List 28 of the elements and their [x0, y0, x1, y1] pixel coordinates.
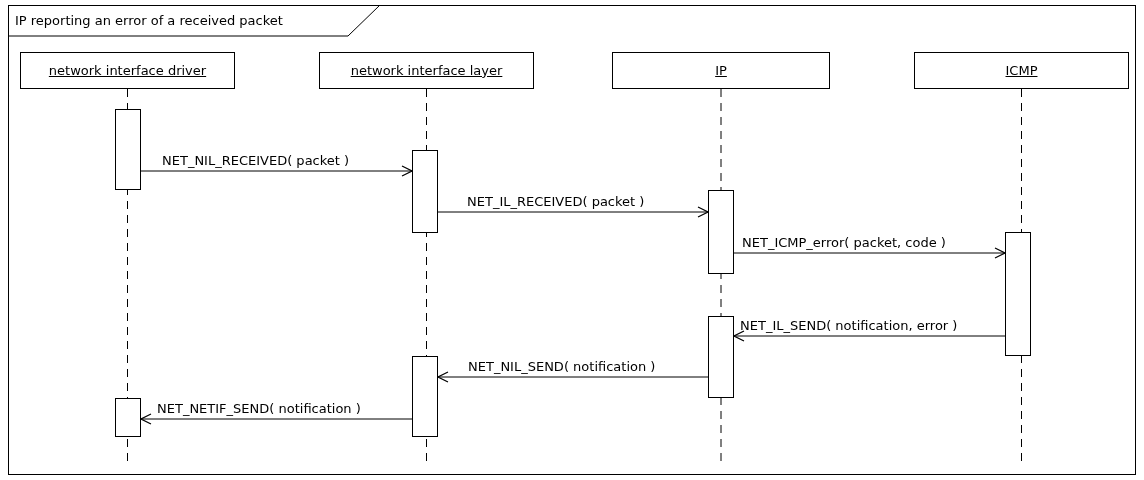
message-arrow — [733, 247, 1006, 259]
object-name: network interface driver — [48, 61, 207, 80]
message-arrow — [437, 371, 709, 383]
message-arrow — [733, 330, 1006, 342]
object-name: network interface layer — [350, 61, 503, 80]
message-label: NET_IL_RECEIVED( packet ) — [467, 194, 645, 209]
activation-bar — [115, 398, 141, 437]
message-label: NET_NIL_RECEIVED( packet ) — [162, 153, 350, 168]
message-label: NET_IL_SEND( notification, error ) — [740, 318, 958, 333]
activation-bar — [115, 109, 141, 190]
frame-title: IP reporting an error of a received packet — [15, 12, 283, 30]
message-arrow — [140, 413, 413, 425]
activation-bar — [708, 190, 734, 274]
activation-bar — [412, 150, 438, 233]
lifeline-head — [612, 52, 830, 89]
lifeline-head — [319, 52, 534, 89]
activation-bar — [412, 356, 438, 437]
object-name: IP — [715, 61, 727, 80]
message-arrow — [140, 165, 413, 177]
activation-bar — [1005, 232, 1031, 356]
lifeline-head — [20, 52, 235, 89]
message-arrow — [437, 206, 709, 218]
lifeline-head — [914, 52, 1129, 89]
activation-bar — [708, 316, 734, 398]
message-label: NET_ICMP_error( packet, code ) — [742, 235, 946, 250]
message-label: NET_NIL_SEND( notification ) — [468, 359, 656, 374]
object-name: ICMP — [1005, 61, 1038, 80]
message-label: NET_NETIF_SEND( notification ) — [157, 401, 361, 416]
